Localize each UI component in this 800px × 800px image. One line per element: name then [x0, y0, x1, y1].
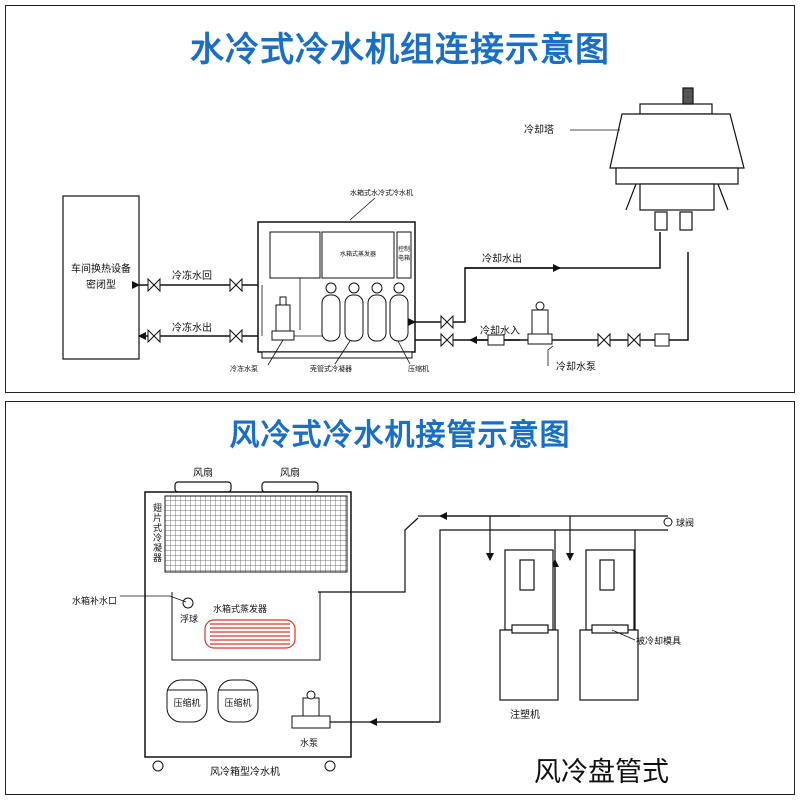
- chilled-pump: [271, 296, 295, 341]
- evaporator-box: [321, 231, 395, 279]
- unit-base: [261, 351, 413, 359]
- svg-text:翅片式冷凝器: 翅片式冷凝器: [151, 502, 162, 563]
- chilled-valves: [147, 277, 243, 344]
- workshop-equipment: [62, 195, 140, 360]
- compressor-1-label: 压缩机: [173, 697, 200, 709]
- water-tank: [269, 231, 321, 279]
- fan-2-label: 风扇: [280, 466, 300, 479]
- chilled-pump-label: 冷冻水泵: [230, 364, 258, 373]
- chilled-return-label: 冷冻水回: [172, 269, 212, 282]
- makeup-label: 水箱补水口: [72, 595, 117, 607]
- injection-machines: [499, 549, 639, 701]
- air-pipes: [318, 512, 668, 726]
- compressor-group: [321, 282, 409, 342]
- coil-type-label: 风冷盘管式: [534, 757, 669, 788]
- chilled-out-label: 冷冻水出: [172, 321, 212, 334]
- cooling-valves: [440, 314, 670, 348]
- fin-condenser: [164, 495, 348, 573]
- water-chiller-label: 水箱式水冷式冷水机: [350, 188, 413, 197]
- workshop-label-1: 车间换热设备: [71, 262, 131, 275]
- cooling-tower-label: 冷却塔: [524, 123, 554, 136]
- compressor-2-label: 压缩机: [224, 697, 251, 709]
- unit-wheels: [152, 760, 336, 772]
- water-tank: [171, 592, 321, 661]
- fan-1-label: 风扇: [193, 466, 213, 479]
- evaporator-coil: [204, 619, 296, 649]
- air-evaporator-label: 水箱式蒸发器: [213, 603, 267, 615]
- internal-pipes: [261, 278, 322, 337]
- control-box-label-2: 电箱: [398, 254, 410, 262]
- cooling-pump: [527, 301, 553, 345]
- air-compressors: [166, 679, 259, 723]
- cooling-water-pipes: [408, 232, 689, 344]
- compressor-label: 压缩机: [408, 364, 429, 373]
- cooling-pump-label: 冷却水泵: [556, 360, 596, 373]
- workshop-label-2: 密闭型: [86, 278, 116, 291]
- air-pump: [291, 690, 331, 729]
- cooling-in-label: 冷却水入: [480, 324, 520, 337]
- float-label: 浮球: [180, 613, 198, 625]
- cooling-out-label: 冷却水出: [482, 252, 522, 265]
- air-cooled-panel: [5, 401, 795, 795]
- air-chiller-label: 风冷箱型冷水机: [210, 765, 280, 778]
- condenser-label: 壳管式冷凝器: [310, 364, 352, 373]
- fan-group: [174, 481, 319, 493]
- fin-condenser-label: 翅片式冷凝器: [151, 502, 162, 563]
- cooling-tower: [609, 87, 745, 231]
- ball-valve: [663, 517, 673, 527]
- control-box: [396, 231, 412, 279]
- ball-valve-label: 球阀: [676, 517, 694, 529]
- mold-label: 被冷却模具: [636, 635, 681, 647]
- pump-label: 水泵: [300, 737, 318, 749]
- evaporator-label: 水箱式蒸发器: [340, 250, 376, 258]
- water-cooled-title: 水冷式冷水机组连接示意图: [190, 30, 610, 70]
- control-box-label-1: 控制: [398, 245, 410, 253]
- injection-label: 注塑机: [510, 708, 540, 721]
- air-cooled-title: 风冷式冷水机接管示意图: [229, 418, 571, 453]
- float-ball: [182, 597, 194, 609]
